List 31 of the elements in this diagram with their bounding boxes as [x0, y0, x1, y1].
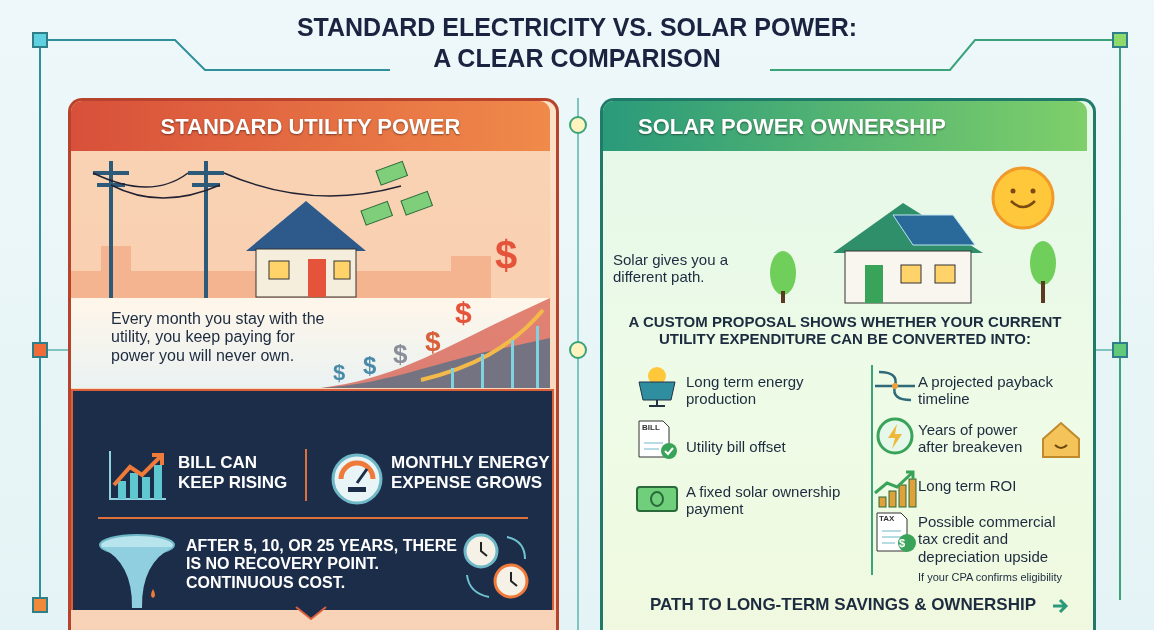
dollar-sign: $: [333, 360, 346, 386]
benefit-item: A projected payback timeline: [918, 373, 1055, 408]
icon-label: BILL: [642, 423, 660, 433]
cost-statement: AFTER 5, 10, OR 25 YEARS, THERE IS NO RECOVERY POINT. CONTINUOUS COST.: [186, 537, 458, 593]
benefit-item: Utility bill offset: [686, 438, 787, 456]
dollar-sign: $: [495, 232, 518, 278]
icon-label: TAX: [879, 514, 895, 524]
panel-heading: SOLAR POWER OWNERSHIP: [603, 101, 1087, 151]
dollar-sign: $: [899, 537, 906, 550]
benefit-item: Long term energy production: [686, 373, 805, 408]
title: STANDARD ELECTRICITY VS. SOLAR POWER: A CLEAR COMPARISON: [295, 12, 859, 75]
call-to-action: PATH TO LONG-TERM SAVINGS & OWNERSHIP: [649, 595, 1037, 615]
utility-power-panel: [68, 98, 559, 630]
intro-band: [71, 298, 550, 388]
dollar-sign: $: [425, 326, 441, 359]
cost-point: MONTHLY ENERGY EXPENSE GROWS: [391, 453, 551, 493]
cost-point: BILL CAN KEEP RISING: [178, 453, 289, 493]
intro-text: Solar gives you a different path.: [613, 251, 730, 286]
solar-ownership-panel: [600, 98, 1096, 630]
dollar-sign: $: [393, 340, 408, 370]
benefit-item: Possible commercial tax credit and depreciation upside: [918, 513, 1057, 565]
body-text: Every month you stay with the utility, you keep paying for power you will never own.: [111, 310, 326, 366]
benefit-item: Long term ROI: [918, 477, 1018, 495]
footnote: If your CPA confirms eligibility: [918, 571, 1064, 584]
dollar-sign: $: [455, 296, 472, 331]
benefit-item: Years of power after breakeven: [918, 421, 1024, 456]
cost-panel: [71, 389, 554, 610]
panel-heading: STANDARD UTILITY POWER: [71, 101, 550, 151]
benefit-item: A fixed solar ownership payment: [686, 483, 842, 518]
section-heading: A CUSTOM PROPOSAL SHOWS WHETHER YOUR CURRENT UTILITY EXPENDITURE CAN BE CONVERTED INTO:: [627, 313, 1063, 348]
dollar-sign: $: [363, 352, 377, 380]
